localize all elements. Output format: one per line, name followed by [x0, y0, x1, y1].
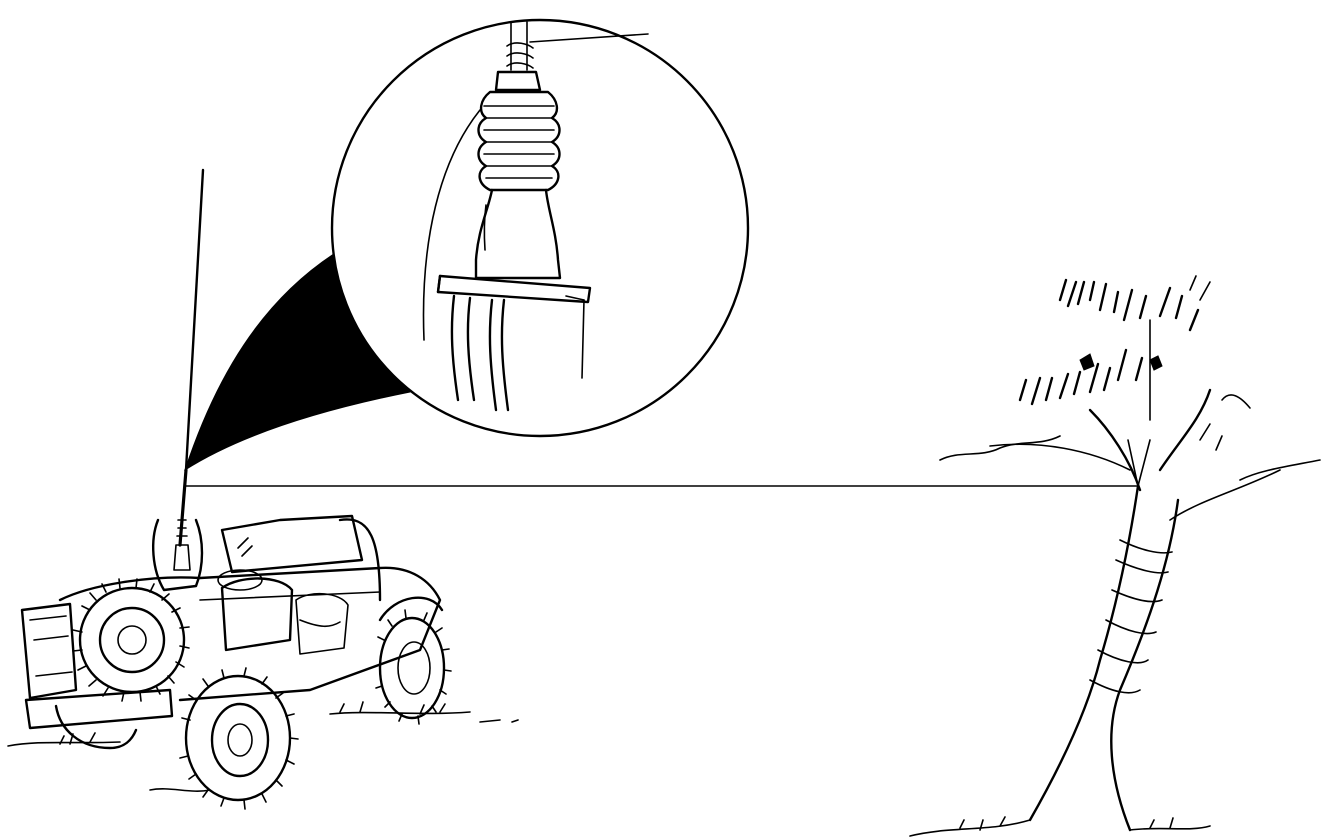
jeep [8, 516, 518, 809]
magnified-detail-circle [332, 20, 748, 436]
vertical-whip-antenna [174, 170, 203, 570]
tree [910, 276, 1320, 836]
